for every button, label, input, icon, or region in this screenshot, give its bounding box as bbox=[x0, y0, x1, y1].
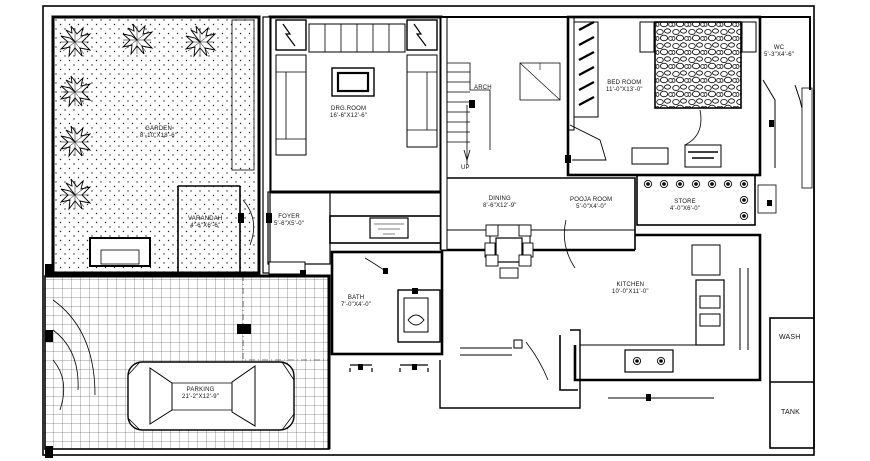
arch-name: ARCH bbox=[474, 85, 492, 91]
label-varandah: VARANDAH 4'-6"X6'-6" bbox=[188, 216, 223, 230]
label-up: UP bbox=[461, 165, 470, 172]
varandah-size: 4'-6"X6'-6" bbox=[190, 223, 221, 229]
foyer-size: 5'-6"X5'-0" bbox=[274, 221, 305, 227]
garden-name: GARDEN bbox=[145, 126, 173, 132]
foyer-name: FOYER bbox=[278, 214, 300, 220]
up-name: UP bbox=[461, 165, 470, 171]
label-foyer: FOYER 5'-6"X5'-0" bbox=[274, 214, 304, 228]
drg-room-size: 16'-6"X12'-6" bbox=[330, 113, 368, 119]
bath-size: 7'-0"X4'-0" bbox=[341, 302, 372, 308]
label-parking: PARKING 21'-2"X12'-9" bbox=[182, 387, 219, 401]
label-garden: GARDEN 8'-10"X18'-6" bbox=[140, 126, 177, 140]
label-bed-room: BED ROOM 11'-0"X13'-0" bbox=[606, 80, 643, 94]
pooja-room-name: POOJA ROOM bbox=[570, 197, 613, 203]
dining-size: 8'-6"X12'-9" bbox=[483, 203, 517, 209]
label-dining: DINING 8'-6"X12'-9" bbox=[483, 196, 517, 210]
car-symbol bbox=[127, 361, 295, 431]
bed-room-name: BED ROOM bbox=[607, 80, 642, 86]
wash-name: WASH bbox=[779, 334, 801, 341]
label-wash: WASH bbox=[779, 334, 801, 341]
kitchen-size: 10'-0"X11'-0" bbox=[612, 289, 649, 295]
store-size: 4'-0"X6'-0" bbox=[670, 206, 701, 212]
label-arch: ARCH bbox=[474, 85, 492, 92]
label-store: STORE 4'-0"X6'-0" bbox=[670, 199, 700, 213]
dining-table-symbol bbox=[484, 224, 534, 279]
pooja-room-size: 5'-0"X4'-0" bbox=[576, 204, 607, 210]
bath-name: BATH bbox=[347, 295, 365, 301]
label-pooja-room: POOJA ROOM 5'-0"X4'-0" bbox=[570, 197, 612, 211]
parking-size: 21'-2"X12'-9" bbox=[182, 394, 220, 400]
label-drg-room: DRG.ROOM 16'-6"X12'-6" bbox=[330, 106, 367, 120]
wc-size: 5'-3"X4'-6" bbox=[764, 52, 795, 58]
wc-name: WC bbox=[773, 45, 785, 51]
drg-room-name: DRG.ROOM bbox=[330, 106, 367, 112]
parking-name: PARKING bbox=[186, 387, 215, 393]
tank-name: TANK bbox=[781, 409, 800, 416]
label-bath: BATH 7'-0"X4'-0" bbox=[341, 295, 371, 309]
dining-name: DINING bbox=[488, 196, 511, 202]
label-wc: WC 5'-3"X4'-6" bbox=[764, 45, 794, 59]
store-name: STORE bbox=[674, 199, 696, 205]
bed-room-size: 11'-0"X13'-0" bbox=[606, 87, 643, 93]
varandah-name: VARANDAH bbox=[188, 216, 223, 222]
kitchen-name: KITCHEN bbox=[616, 282, 645, 288]
label-kitchen: KITCHEN 10'-0"X11'-0" bbox=[612, 282, 649, 296]
label-tank: TANK bbox=[781, 409, 800, 416]
garden-size: 8'-10"X18'-6" bbox=[140, 133, 178, 139]
